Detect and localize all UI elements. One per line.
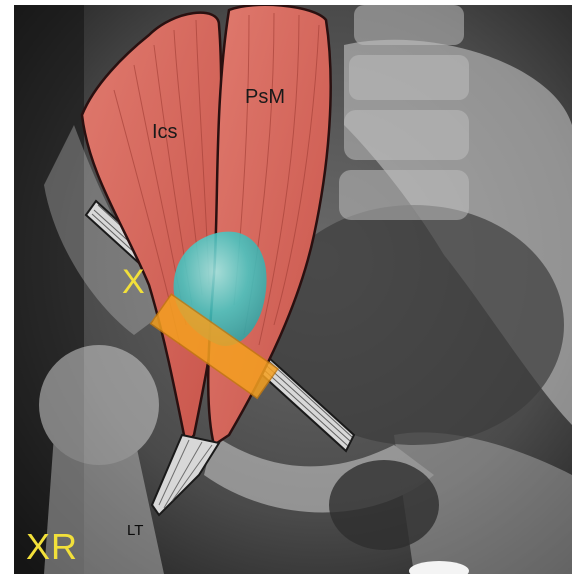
pelvis-xray-image [14, 5, 572, 574]
lesser-trochanter-label: LT [127, 522, 143, 539]
marker-x-label: X [122, 263, 145, 302]
psoas-major-label: PsM [245, 86, 285, 109]
lumbar-spine [339, 5, 469, 220]
iliacus-label: Ics [152, 121, 178, 144]
modality-label: XR [26, 526, 78, 568]
